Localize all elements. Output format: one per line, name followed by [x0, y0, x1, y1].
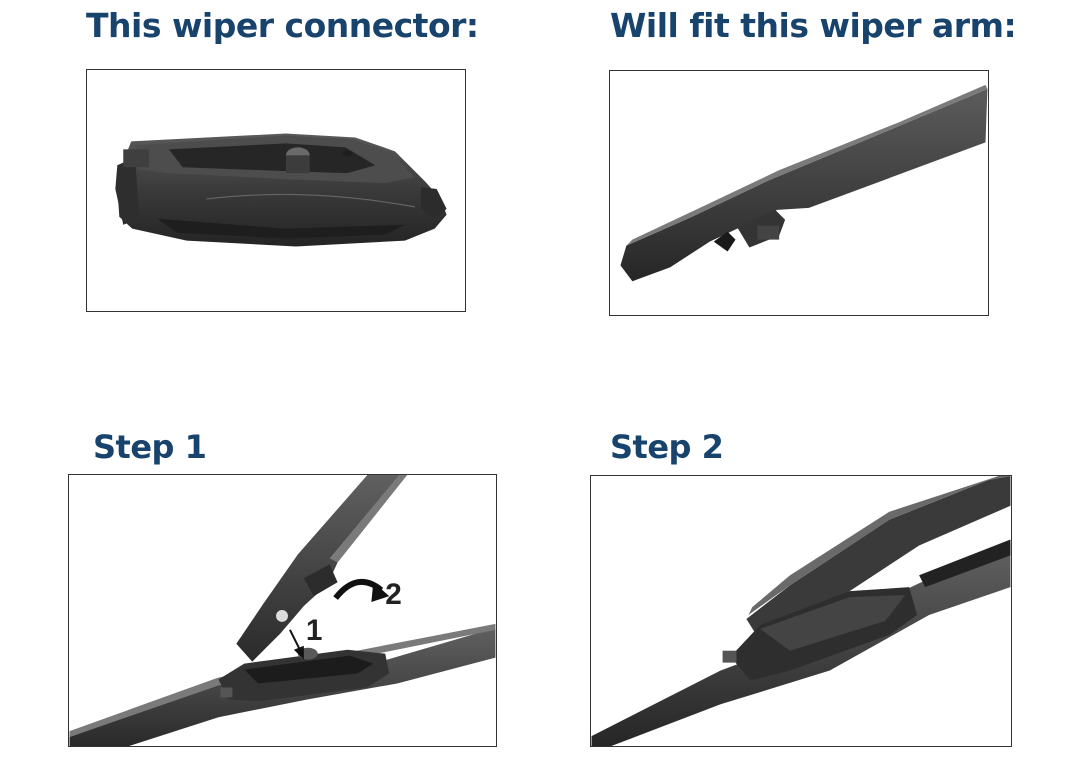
attach-step-illustration: 1 2 [69, 475, 496, 746]
step1-label-1: 1 [306, 614, 323, 647]
arm-panel [609, 70, 989, 316]
arm-heading: Will fit this wiper arm: [610, 6, 1017, 45]
wiper-connector-illustration [115, 133, 447, 247]
step2-heading: Step 2 [610, 428, 724, 466]
step1-heading: Step 1 [93, 428, 207, 466]
step1-label-2: 2 [385, 578, 402, 611]
connector-heading: This wiper connector: [86, 6, 479, 45]
connector-panel [86, 69, 466, 312]
attached-step-illustration [591, 476, 1011, 746]
wiper-arm-illustration [620, 84, 988, 282]
step2-panel [590, 475, 1012, 747]
step1-panel: 1 2 [68, 474, 497, 747]
